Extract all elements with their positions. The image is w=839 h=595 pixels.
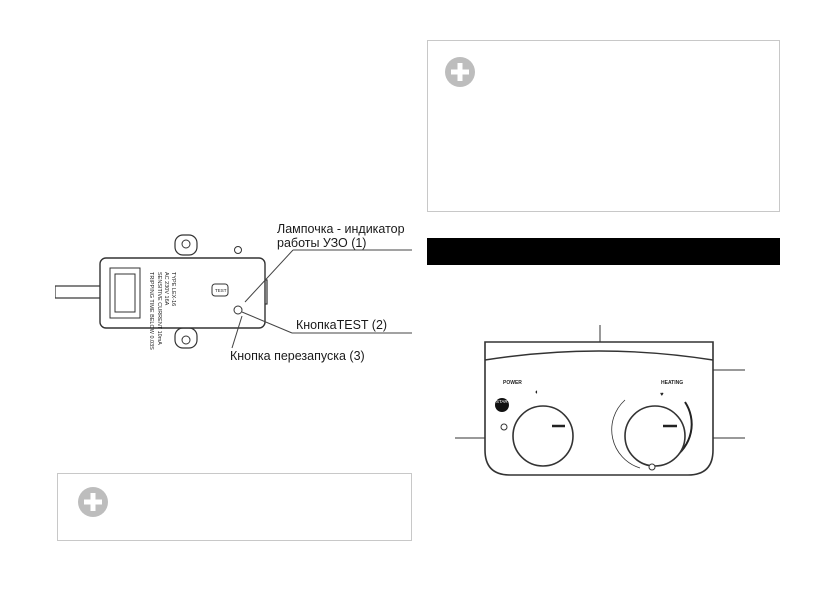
indicator-lamp-label-line1: Лампочка - индикатор <box>277 222 405 236</box>
note-box-right <box>427 40 780 212</box>
test-button-label: КнопкаTEST (2) <box>296 318 388 332</box>
start-button-icon <box>495 398 509 412</box>
heating-label: HEATING <box>661 380 683 386</box>
control-panel-illustration: POWER HEATING START ◐ ♥ <box>455 325 745 476</box>
test-button-text: TEST <box>215 288 227 293</box>
device-current-text: SENSITIVE CURRENT 10mA <box>156 272 162 345</box>
svg-text:◐: ◐ <box>535 389 539 396</box>
rcd-device-illustration: TYPE LEX-16 AC 230V 16A SENSITIVE CURREN… <box>55 234 268 350</box>
power-knob <box>512 405 574 467</box>
plus-circle-icon <box>445 57 475 87</box>
device-rating-text: AC 230V 16A <box>163 272 169 306</box>
note-box-left <box>57 473 412 541</box>
plus-circle-icon <box>78 487 108 517</box>
device-type-text: TYPE LEX-16 <box>170 272 176 306</box>
indicator-lamp-label-line2: работы УЗО (1) <box>277 236 367 250</box>
test-button-icon <box>211 283 229 297</box>
svg-text:♥: ♥ <box>660 392 664 398</box>
restart-button-icon <box>233 305 243 315</box>
device-note-text: TRIPPING TIME BELOW 0.03S <box>148 272 154 350</box>
indicator-lamp-icon <box>234 246 242 254</box>
heating-knob <box>624 405 686 467</box>
start-button-text: START <box>496 399 511 404</box>
power-label: POWER <box>503 380 522 386</box>
section-header-bar <box>427 238 780 265</box>
restart-button-label: Кнопка перезапуска (3) <box>230 349 365 363</box>
